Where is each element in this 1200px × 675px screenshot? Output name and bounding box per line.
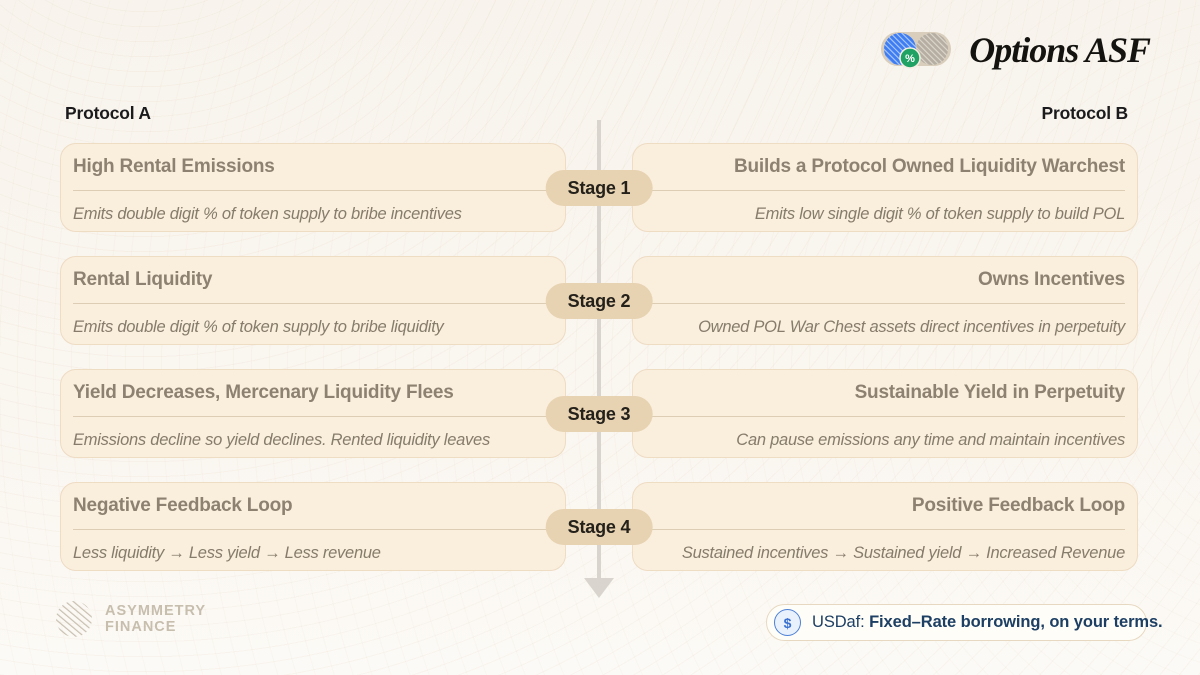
percent-badge-icon (899, 47, 921, 69)
card-description: Owned POL War Chest assets direct incent… (698, 318, 1125, 336)
usdaf-tagline: Fixed–Rate borrowing, on your terms. (869, 613, 1163, 631)
usdaf-label: USDaf: (812, 613, 865, 631)
card-description: Can pause emissions any time and maintai… (736, 431, 1125, 449)
card-title: Owns Incentives (978, 269, 1125, 290)
stage-row-4: Negative Feedback Loop Less liquidity → … (0, 482, 1200, 571)
card-divider (645, 190, 1125, 191)
card-divider (73, 190, 553, 191)
card-divider (73, 416, 553, 417)
protocol-b-header: Protocol B (1041, 103, 1129, 123)
card-description: Emits double digit % of token supply to … (73, 205, 462, 223)
protocol-b-card-1: Builds a Protocol Owned Liquidity Warche… (632, 143, 1138, 232)
protocol-a-card-3: Yield Decreases, Mercenary Liquidity Fle… (60, 369, 566, 458)
card-description: Emissions decline so yield declines. Ren… (73, 431, 490, 449)
card-title: Sustainable Yield in Perpetuity (854, 382, 1126, 403)
protocol-a-card-4: Negative Feedback Loop Less liquidity → … (60, 482, 566, 571)
protocol-b-card-2: Owns Incentives Owned POL War Chest asse… (632, 256, 1138, 345)
card-divider (645, 416, 1125, 417)
protocol-a-card-1: High Rental Emissions Emits double digit… (60, 143, 566, 232)
stage-4-badge: Stage 4 (545, 509, 653, 545)
dollar-symbol: $ (783, 614, 792, 631)
card-description: Sustained incentives → Sustained yield →… (681, 544, 1125, 562)
card-divider (645, 529, 1125, 530)
dollar-icon: $ (774, 609, 801, 636)
card-description: Emits low single digit % of token supply… (754, 205, 1125, 223)
usdaf-banner: $ USDaf: Fixed–Rate borrowing, on your t… (766, 604, 1163, 641)
timeline-line (597, 120, 601, 580)
card-description: Emits double digit % of token supply to … (73, 318, 444, 336)
rate-toggle-icon: % (881, 32, 952, 69)
brand-line-2: FINANCE (105, 619, 177, 635)
card-divider (73, 303, 553, 304)
asymmetry-finance-logo: ASYMMETRY FINANCE (55, 600, 206, 638)
stage-2-badge: Stage 2 (545, 283, 653, 319)
toggle-knob-inactive (916, 33, 949, 65)
brand-wordmark: ASYMMETRY FINANCE (105, 603, 206, 635)
card-title: Yield Decreases, Mercenary Liquidity Fle… (73, 382, 454, 403)
card-title: Positive Feedback Loop (911, 495, 1125, 516)
options-asf-logo: % Options ASF (879, 28, 1151, 72)
protocol-b-card-3: Sustainable Yield in Perpetuity Can paus… (632, 369, 1138, 458)
protocol-a-card-2: Rental Liquidity Emits double digit % of… (60, 256, 566, 345)
protocol-a-header: Protocol A (65, 103, 151, 123)
card-title: High Rental Emissions (73, 156, 275, 177)
stage-row-3: Yield Decreases, Mercenary Liquidity Fle… (0, 369, 1200, 458)
stage-row-1: High Rental Emissions Emits double digit… (0, 143, 1200, 232)
percent-symbol: % (905, 53, 915, 65)
usdaf-message: USDaf: Fixed–Rate borrowing, on your ter… (812, 613, 1163, 632)
stage-1-badge: Stage 1 (545, 170, 653, 206)
stage-3-badge: Stage 3 (545, 396, 653, 432)
card-divider (645, 303, 1125, 304)
card-title: Negative Feedback Loop (73, 495, 293, 516)
timeline-arrow-down-icon (584, 578, 614, 598)
card-title: Rental Liquidity (73, 269, 213, 290)
logo-title: Options ASF (969, 30, 1151, 70)
card-title: Builds a Protocol Owned Liquidity Warche… (734, 156, 1125, 177)
card-divider (73, 529, 553, 530)
sphere-icon (56, 601, 92, 637)
brand-line-1: ASYMMETRY (105, 603, 207, 619)
protocol-b-card-4: Positive Feedback Loop Sustained incenti… (632, 482, 1138, 571)
card-description: Less liquidity → Less yield → Less reven… (73, 544, 381, 562)
stage-row-2: Rental Liquidity Emits double digit % of… (0, 256, 1200, 345)
